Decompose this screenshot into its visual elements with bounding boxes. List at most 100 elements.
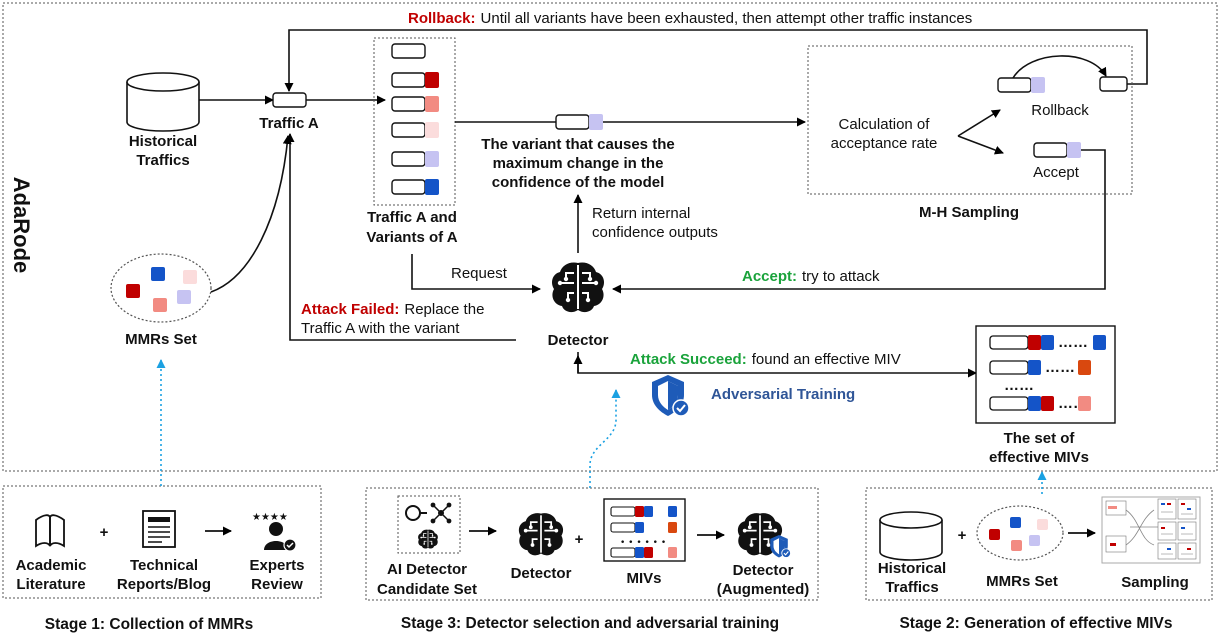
- svg-text:……: ……: [1004, 377, 1034, 394]
- max-variant-label-2: maximum change in the: [493, 155, 664, 172]
- svg-text:……: ……: [1045, 359, 1075, 376]
- stage3-detector-icon: [518, 512, 564, 557]
- stage2-plus: +: [958, 527, 967, 544]
- traffic-a-label: Traffic A: [259, 115, 319, 132]
- stage1-item1-line1: Academic: [16, 557, 87, 574]
- attack-failed-line2: Traffic A with the variant: [301, 320, 460, 337]
- stage2-title: Stage 2: Generation of effective MIVs: [899, 615, 1172, 632]
- arrow-accept-to-detector: [612, 149, 1106, 294]
- variant-original: [391, 43, 426, 59]
- mmr-light-pink: [183, 270, 197, 284]
- stage2-historical-icon: [879, 511, 943, 561]
- mh-rollback-block: [997, 77, 1032, 93]
- variant-4-mmr: [425, 151, 439, 167]
- arrow-attack-failed: [285, 133, 516, 341]
- variant-1-mmr: [425, 72, 439, 88]
- historical-traffics-label-1: Historical: [129, 133, 197, 150]
- stage3-item3-label: MIVs: [626, 570, 661, 587]
- stage3-item4-line1: Detector: [733, 562, 794, 579]
- stage2-item1-line1: Historical: [878, 560, 946, 577]
- arrow-mmrs-to-traffic: [210, 135, 292, 293]
- arrow-request: [411, 254, 541, 294]
- variants-label-1: Traffic A and: [367, 209, 457, 226]
- return-outputs-line1: Return internal: [592, 205, 690, 222]
- stage3-plus: +: [575, 531, 584, 548]
- stage1-item2-line2: Reports/Blog: [117, 576, 211, 593]
- stage2-mmr-blue: [1010, 517, 1021, 528]
- book-icon: [35, 514, 65, 548]
- variant-2-mmr: [425, 96, 439, 112]
- mh-accept-label: Accept: [1033, 164, 1080, 181]
- arrow-rollback-curve: [1012, 55, 1107, 79]
- variant-2: [391, 96, 426, 112]
- sidebar-title: AdaRode: [9, 177, 34, 274]
- variant-list: [391, 43, 439, 195]
- stage3-item4-line2: (Augmented): [717, 581, 810, 598]
- traffic-a-block: [272, 92, 307, 108]
- historical-traffics-icon: [126, 72, 200, 132]
- mh-calc-line1: Calculation of: [839, 116, 931, 133]
- experts-review-icon: ★★★★: [252, 512, 297, 552]
- stage2-frame: [865, 487, 1213, 601]
- variants-label-2: Variants of A: [366, 229, 457, 246]
- mmr-dark-red: [126, 284, 140, 298]
- arrow-calc-to-rollback: [957, 109, 1001, 137]
- stage1-frame: [2, 485, 322, 599]
- stage2-mmr-pink: [1011, 540, 1022, 551]
- request-label: Request: [451, 265, 508, 282]
- stage3-mivs-rows: • • • • • •: [610, 506, 677, 558]
- svg-text:……: ……: [1058, 334, 1088, 351]
- stage2-mmr-lavender: [1029, 535, 1040, 546]
- variant-5-mmr: [425, 179, 439, 195]
- stage2-item2-label: MMRs Set: [986, 573, 1058, 590]
- mh-accept-block: [1033, 142, 1068, 158]
- max-variant-label-1: The variant that causes the: [481, 136, 674, 153]
- stage3-augmented-shield-icon: [769, 534, 792, 559]
- effective-mivs-label-2: effective MIVs: [989, 449, 1089, 466]
- mmr-blue: [151, 267, 165, 281]
- stage1-item3-line2: Review: [251, 576, 303, 593]
- stage3-frame: [365, 487, 819, 601]
- variant-1: [391, 72, 426, 88]
- adversarial-training-shield-icon: [651, 374, 690, 417]
- max-variant-label-3: confidence of the model: [492, 174, 665, 191]
- attack-succeed-text: Attack Succeed:found an effective MIV: [630, 351, 901, 368]
- variant-3: [391, 122, 426, 138]
- detector-label: Detector: [548, 332, 609, 349]
- effective-mivs-label-1: The set of: [1004, 430, 1076, 447]
- stage1-plus: +: [100, 524, 109, 541]
- max-variant-block: [555, 114, 590, 130]
- stage2-item3-label: Sampling: [1121, 574, 1189, 591]
- stage2-mmr-dark-red: [989, 529, 1000, 540]
- top-rollback-text: Rollback:Until all variants have been ex…: [408, 10, 972, 27]
- mmrs-set-label: MMRs Set: [125, 331, 197, 348]
- newspaper-icon: [142, 510, 176, 548]
- stage1-title: Stage 1: Collection of MMRs: [45, 616, 253, 633]
- return-outputs-line2: confidence outputs: [592, 224, 718, 241]
- variant-3-mmr: [425, 122, 439, 138]
- mh-rollback-target: [1099, 76, 1128, 92]
- arrow-calc-to-accept: [957, 135, 1004, 155]
- adarode-frame: [2, 2, 1218, 472]
- variant-5: [391, 179, 426, 195]
- stage3-item1-line1: AI Detector: [387, 561, 467, 578]
- mmr-lavender: [177, 290, 191, 304]
- attack-failed-text: Attack Failed:Replace the: [301, 301, 484, 318]
- mh-rollback-mmr: [1031, 77, 1045, 93]
- mh-sampling-frame: [807, 45, 1133, 195]
- historical-traffics-label-2: Traffics: [136, 152, 189, 169]
- stage3-item1-line2: Candidate Set: [377, 581, 477, 598]
- svg-text:★★★★: ★★★★: [252, 512, 288, 523]
- stage2-mmr-light-pink: [1037, 519, 1048, 530]
- detector-brain-icon: [551, 261, 605, 314]
- sampling-thumbnail: [1101, 496, 1201, 564]
- stage1-item2-line1: Technical: [130, 557, 198, 574]
- stage1-item1-line2: Literature: [16, 576, 85, 593]
- mmr-pink: [153, 298, 167, 312]
- candidate-icons: [405, 502, 452, 549]
- variant-4: [391, 151, 426, 167]
- mh-rollback-label: Rollback: [1031, 102, 1089, 119]
- accept-attack-text: Accept:try to attack: [742, 268, 880, 285]
- stage3-title: Stage 3: Detector selection and adversar…: [401, 615, 779, 632]
- stage3-item2-label: Detector: [511, 565, 572, 582]
